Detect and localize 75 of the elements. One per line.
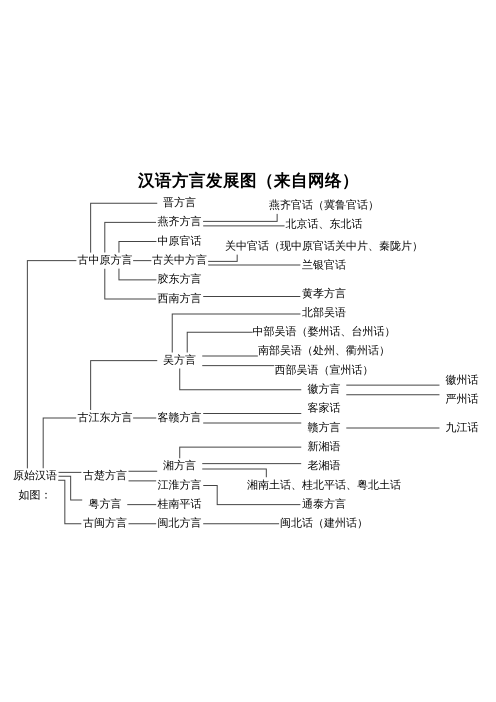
node-text: 古楚方言 [82,469,127,482]
connector [58,480,82,524]
connector [132,418,157,419]
node-text: 客家话 [307,402,340,415]
node-text: 桂南平话 [158,497,202,510]
node-text: 湘方言 [163,459,196,472]
label: 如图： [18,488,52,502]
node-text: 中原官话 [158,234,202,248]
connector [202,213,278,222]
connector [118,241,157,254]
node-text: 九江话 [445,420,478,434]
connector [202,412,302,414]
node-text: 西部吴语（宣州话） [274,363,374,376]
connector [202,365,274,366]
node-text: 古江东方言 [77,410,132,424]
connector [202,296,301,297]
diagram-title: 汉语方言发展图（来自网络） [138,170,360,190]
connector [128,470,158,472]
connector [128,480,157,482]
node-text: 严州话 [445,392,478,406]
connector [90,202,158,254]
connector [346,384,440,386]
node-text: 吴方言 [163,353,196,366]
connector [118,268,157,280]
node-text: 通泰方言 [302,497,346,510]
node-text: 闽北话（建州话） [280,516,368,530]
connector [172,313,301,353]
connector [208,264,301,266]
connector [90,360,158,411]
connector [132,260,152,262]
node-text: 原始汉语 [12,469,57,482]
connector [346,394,440,396]
node-text: 北京话、东北话 [285,218,362,231]
node-text: 江淮方言 [158,478,202,492]
node-text: 中部吴语（婺州话、台州话） [252,325,396,338]
connector [202,468,267,478]
node-text: 闽北方言 [158,516,202,530]
node-text: 徽方言 [307,382,340,396]
node-text: 燕齐方言 [158,215,202,228]
node-text: 南部吴语（处州、衢州话） [258,344,390,358]
connector [58,476,83,501]
connector [202,523,280,524]
connector [128,523,157,524]
connector [179,368,302,390]
connector [104,268,157,300]
node-text: 粤方言 [88,497,122,510]
connector [346,428,440,429]
connector [186,332,254,354]
node-text: 晋方言 [163,196,196,210]
node-text: 古中原方言 [77,253,132,266]
connector [126,504,157,506]
connector [202,463,302,464]
node-text: 湘南土话、桂北平话、粤北土话 [246,478,401,492]
node-text: 西南方言 [158,292,202,305]
node-text: 徽州话 [445,373,478,386]
node-text: 古闽方言 [82,516,127,530]
connector [202,484,301,506]
connector [104,222,157,254]
connector [202,422,302,424]
connector [42,418,77,469]
node-text: 古关中方言 [152,253,208,266]
node-text: 客赣方言 [158,410,202,424]
connector [58,472,82,473]
node-text: 新湘语 [307,440,340,453]
node-text: 黄孝方言 [302,286,346,300]
connector [202,225,286,226]
connector [26,260,77,469]
node-text: 燕齐官话（冀鲁官话） [268,198,379,212]
node-text: 北部吴语 [302,306,346,319]
node-text: 胶东方言 [158,272,202,286]
node-text: 老湘语 [307,459,340,472]
node-text: 赣方言 [307,420,340,434]
connector [208,254,238,262]
node-text: 关中官话（现中原官话关中片、秦陇片） [224,239,423,252]
node-text: 兰银官话 [302,258,346,272]
